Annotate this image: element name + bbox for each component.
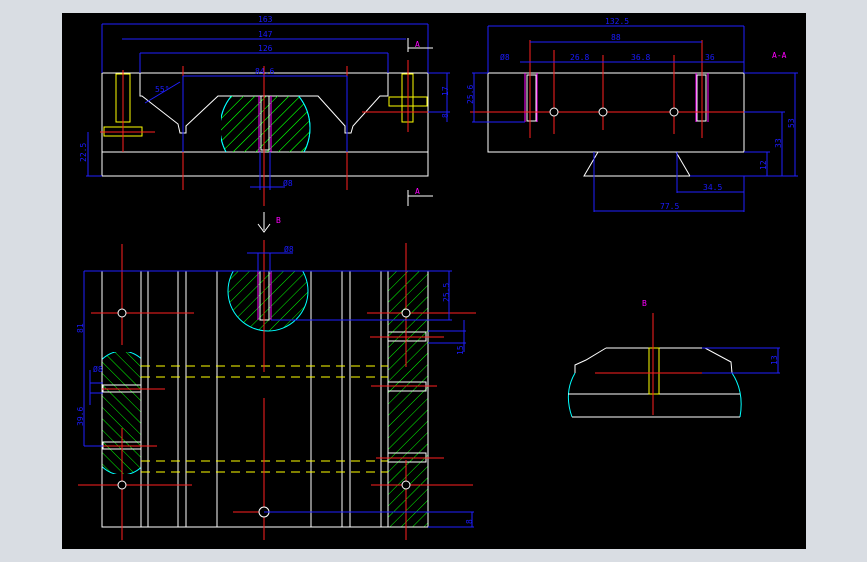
dim-dia-8-section: Ø8 (500, 52, 510, 62)
dim-36-8: 36.8 (631, 53, 650, 62)
dim-angle-55: 55° (155, 85, 169, 94)
dim-88: 88 (611, 33, 621, 42)
dim-17: 17 (441, 86, 450, 96)
dim-81: 81 (76, 323, 85, 333)
dim-163: 163 (258, 15, 273, 24)
dim-12: 12 (759, 160, 768, 170)
section-title-a-a: A-A (772, 51, 787, 60)
dim-8: 8 (441, 113, 450, 118)
dim-dia-8-left: Ø8 (93, 364, 103, 374)
dim-25-5: 25.5 (442, 283, 451, 302)
front-view: 163 147 126 84.6 55° 17 8 22.5 Ø8 A A (79, 15, 450, 206)
dim-34-5: 34.5 (703, 183, 722, 192)
dim-39-6: 39.6 (76, 407, 85, 426)
view-arrow-b-label: B (276, 216, 281, 225)
section-mark-a-bottom: A (415, 187, 420, 196)
drawing-area (62, 13, 806, 549)
dim-26-8: 26.8 (570, 53, 589, 62)
aux-view-b: B 13 (567, 299, 780, 418)
dim-13: 13 (770, 355, 779, 365)
dim-15: 15 (456, 345, 465, 355)
section-mark-a-top: A (415, 40, 420, 49)
dim-33: 33 (774, 138, 783, 148)
dim-84-6: 84.6 (255, 67, 274, 76)
dim-53: 53 (787, 118, 796, 128)
section-view-a-a: 132.5 88 Ø8 26.8 36.8 36 25.6 33 53 12 3… (466, 17, 798, 212)
dim-126: 126 (258, 44, 273, 53)
dim-8-bottom: 8 (465, 519, 474, 524)
dim-dia-8: Ø8 (283, 178, 293, 188)
dim-dia-8-top: Ø8 (284, 244, 294, 254)
dim-132-5: 132.5 (605, 17, 629, 26)
dim-77-5: 77.5 (660, 202, 679, 211)
dim-36: 36 (705, 53, 715, 62)
dim-25-6: 25.6 (466, 85, 475, 104)
dim-22-5: 22.5 (79, 143, 88, 162)
view-b-title: B (642, 299, 647, 308)
dim-147: 147 (258, 30, 273, 39)
top-view: B (76, 212, 476, 540)
